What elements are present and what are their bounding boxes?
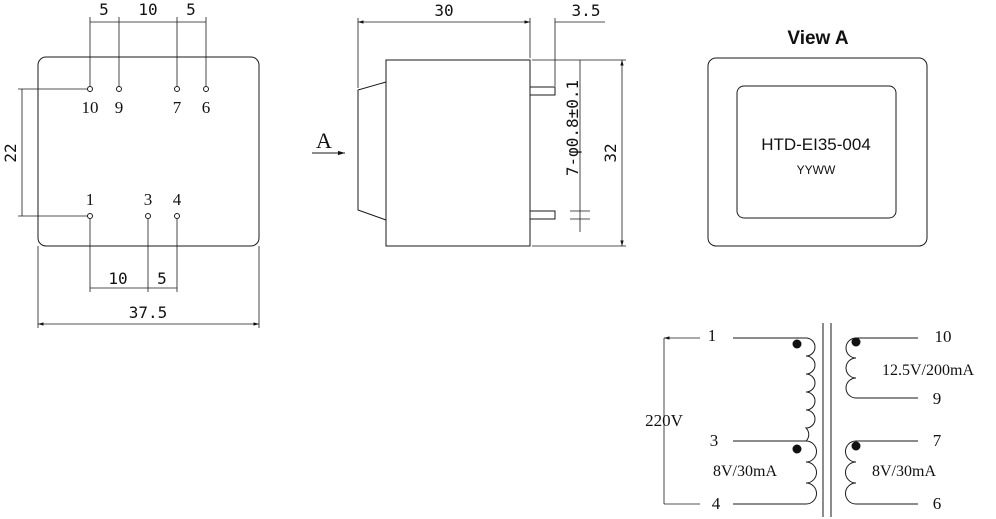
dim-top-1: 5 — [99, 0, 109, 19]
schem-pin-10: 10 — [935, 327, 952, 346]
dim-bottom-2: 5 — [157, 269, 167, 288]
dim-height-22: 22 — [1, 143, 20, 162]
pin-label-4: 4 — [173, 190, 182, 209]
pin-spec: 7-φ0.8±0.1 — [563, 80, 582, 176]
schem-pin-6: 6 — [933, 494, 942, 513]
pin-3 — [145, 213, 151, 219]
bottom-outline — [37, 56, 260, 247]
pin-10 — [87, 86, 93, 92]
pin-1 — [87, 213, 93, 219]
schematic: 1 3 4 220V 8V/30mA 10 9 12.5V/200mA 7 6 … — [645, 323, 974, 517]
polarity-dot — [851, 337, 861, 347]
dim-top-3: 5 — [186, 0, 196, 19]
pin-6 — [203, 86, 209, 92]
bobbin-flange — [357, 81, 387, 221]
view-a-outer — [707, 57, 928, 247]
polarity-dot — [792, 444, 802, 454]
schem-pin-9: 9 — [933, 389, 942, 408]
pin-9 — [116, 86, 122, 92]
dim-pin-length: 3.5 — [572, 1, 601, 20]
dim-width-37-5: 37.5 — [129, 303, 168, 322]
pin-7 — [174, 86, 180, 92]
primary-coil-upper — [804, 337, 816, 442]
pin-label-3: 3 — [144, 190, 153, 209]
primary-tap-rating: 8V/30mA — [713, 463, 777, 480]
secondary1-coil — [845, 337, 857, 399]
primary-voltage: 220V — [645, 411, 684, 430]
polarity-dot — [792, 339, 802, 349]
secondary2-rating: 8V/30mA — [872, 463, 936, 480]
primary-coil-lower — [805, 440, 817, 505]
pin-label-9: 9 — [115, 98, 124, 117]
date-code: YYWW — [797, 163, 836, 177]
pin-label-10: 10 — [82, 98, 99, 117]
dim-top-2: 10 — [138, 0, 157, 19]
side-pin-bottom — [529, 210, 556, 220]
view-a-title: View A — [787, 28, 849, 49]
pin-label-7: 7 — [173, 98, 182, 117]
pin-4 — [174, 213, 180, 219]
dim-height-32: 32 — [601, 143, 620, 162]
part-number: HTD-EI35-004 — [761, 135, 871, 154]
view-arrow-label: A — [316, 128, 332, 153]
pin-label-6: 6 — [202, 98, 211, 117]
dim-bottom-1: 10 — [108, 269, 127, 288]
dim-length-30: 30 — [434, 1, 453, 20]
schem-pin-3: 3 — [710, 431, 719, 450]
polarity-dot — [851, 441, 861, 451]
schem-pin-4: 4 — [712, 494, 721, 513]
pin-label-1: 1 — [86, 190, 95, 209]
side-pin-top — [529, 86, 556, 96]
core-body — [385, 59, 531, 247]
bottom-view: 5 10 5 10 9 7 6 1 3 4 22 10 5 37. — [1, 0, 260, 328]
secondary1-rating: 12.5V/200mA — [882, 362, 974, 379]
view-a: View A HTD-EI35-004 YYWW — [707, 28, 928, 247]
schem-pin-7: 7 — [933, 431, 942, 450]
schem-pin-1: 1 — [708, 326, 717, 345]
side-view: 30 3.5 7-φ0.8±0.1 32 A — [312, 1, 626, 247]
secondary2-coil — [845, 440, 857, 505]
view-a-inner — [736, 85, 897, 219]
